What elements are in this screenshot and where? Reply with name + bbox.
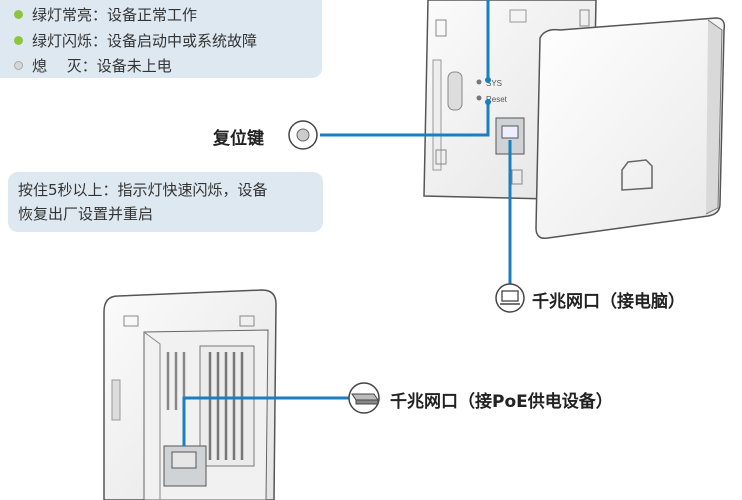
- reset-note-line1: 按住5秒以上：指示灯快速闪烁，设备: [18, 181, 268, 199]
- network-port-outline-icon: [621, 159, 653, 191]
- connector-lines-bottom: [182, 396, 350, 446]
- ethernet-port-icon: [501, 125, 519, 139]
- poe-port-label: 千兆网口（接PoE供电设备）: [390, 392, 613, 412]
- legend-item-label: 熄 灭：设备未上电: [32, 57, 172, 75]
- reset-note-line2: 恢复出厂设置并重启: [18, 205, 154, 223]
- reset-note: 按住5秒以上：指示灯快速闪烁，设备 恢复出厂设置并重启: [8, 172, 323, 232]
- legend-item-label: 绿灯闪烁：设备启动中或系统故障: [32, 32, 258, 50]
- reset-button-icon: [288, 120, 318, 150]
- reset-key-label: 复位键: [213, 129, 264, 149]
- reset-hole-icon: [476, 95, 482, 101]
- legend-item-label: 绿灯常亮：设备正常工作: [32, 6, 198, 24]
- computer-icon: [495, 283, 525, 313]
- sys-label: SYS: [486, 79, 502, 88]
- legend-item-on: 绿灯常亮：设备正常工作: [14, 4, 197, 25]
- green-dot-icon: [14, 36, 23, 45]
- green-dot-icon: [14, 10, 23, 19]
- device-front-cover: [535, 17, 726, 240]
- sys-led-icon: [476, 79, 482, 85]
- grey-dot-icon: [14, 61, 23, 70]
- device-back-bottom: [103, 289, 277, 500]
- reset-label: Reset: [486, 95, 508, 104]
- poe-port-icon: [171, 451, 197, 469]
- indicator-legend: 绿灯常亮：设备正常工作 绿灯闪烁：设备启动中或系统故障 熄 灭：设备未上电: [0, 0, 322, 78]
- legend-item-off: 熄 灭：设备未上电: [14, 55, 172, 76]
- lan-port-label: 千兆网口（接电脑）: [532, 292, 685, 312]
- switch-icon: [348, 382, 380, 414]
- legend-item-blink: 绿灯闪烁：设备启动中或系统故障: [14, 30, 257, 51]
